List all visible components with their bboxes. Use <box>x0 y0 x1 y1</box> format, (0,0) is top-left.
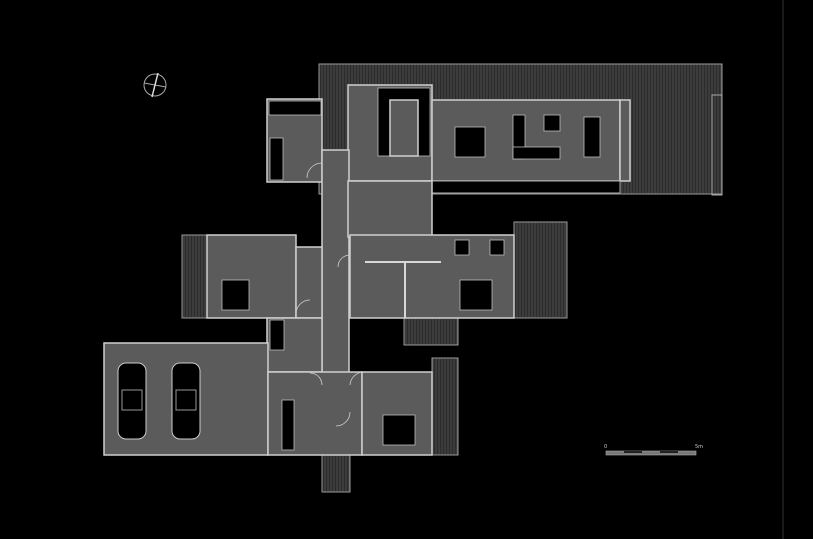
north-arrow-icon <box>143 72 167 98</box>
bath-west <box>295 246 323 319</box>
door <box>295 299 311 315</box>
scale-start-label: 0 <box>604 444 607 450</box>
east-deck <box>513 221 568 319</box>
kitchen-floor <box>389 99 419 157</box>
scale-bar: 0 5m <box>604 444 703 456</box>
door <box>309 372 323 386</box>
door <box>306 162 323 179</box>
door <box>335 411 351 427</box>
scale-end-label: 5m <box>695 444 703 450</box>
bedroom-west <box>206 234 297 319</box>
living-edge <box>619 99 631 182</box>
sofa-l <box>512 146 561 160</box>
window-seat <box>429 180 621 194</box>
door <box>349 371 365 386</box>
car-icon <box>117 362 201 440</box>
sideboard <box>583 116 601 158</box>
armchair <box>543 114 561 132</box>
bed-west <box>221 279 250 311</box>
door <box>337 254 351 268</box>
small-deck <box>403 317 459 346</box>
laundry-bench <box>269 319 285 351</box>
pantry <box>281 399 295 451</box>
south-east-deck <box>431 357 459 456</box>
dining-table <box>454 126 486 158</box>
west-deck <box>181 234 209 319</box>
study-shelf <box>269 137 284 181</box>
east-wall <box>711 94 723 196</box>
bed-east <box>459 279 493 311</box>
chair-east-2 <box>489 239 505 256</box>
bed-south <box>382 414 416 446</box>
study-desk <box>268 100 322 116</box>
media-room <box>347 180 433 238</box>
chair-east-1 <box>454 239 470 256</box>
